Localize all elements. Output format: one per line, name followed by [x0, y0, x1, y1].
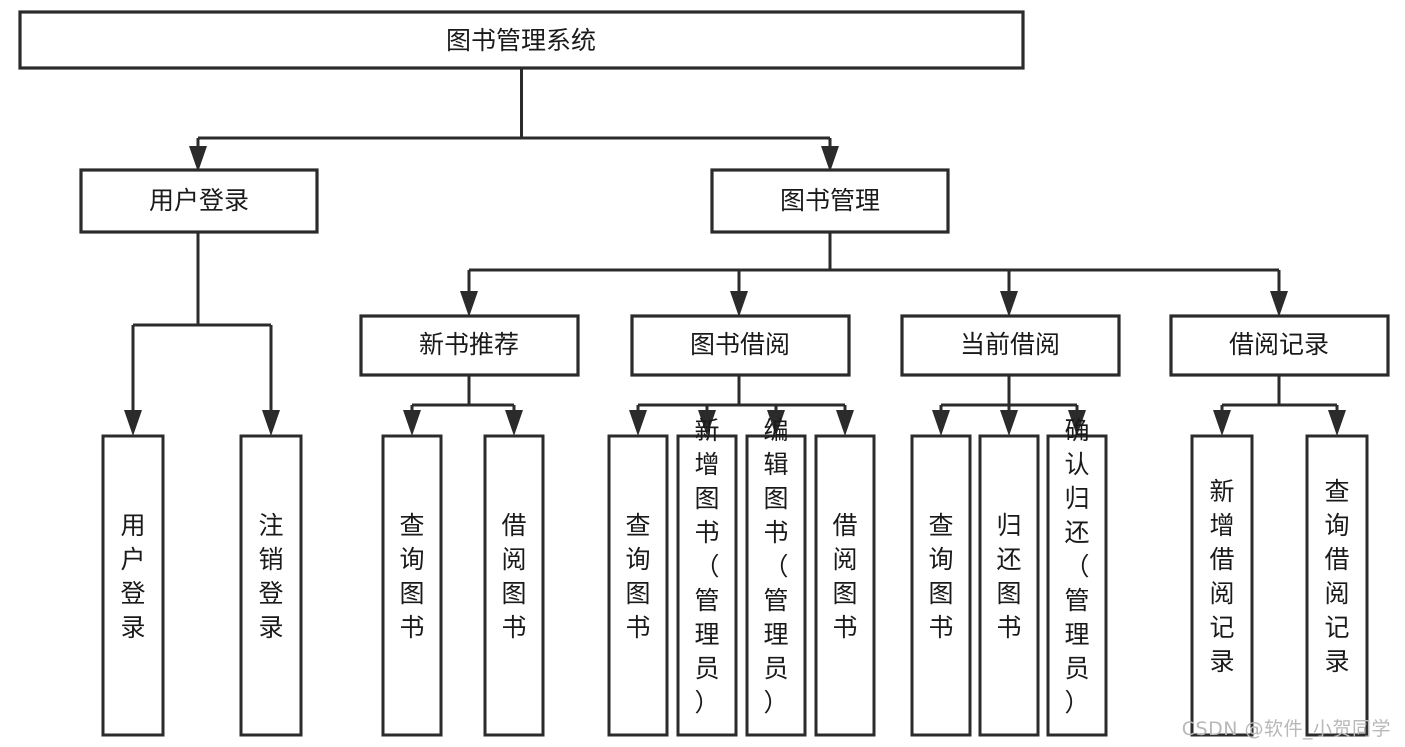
arrowhead-leaf-9: [932, 410, 950, 436]
arrowhead-records: [1270, 291, 1288, 317]
arrowhead-leaf-2: [262, 410, 280, 436]
node-login-label: 用户登录: [149, 186, 249, 215]
node-leaf-11[interactable]: 确认归还（管理员）: [1046, 416, 1108, 737]
node-bookmgmt[interactable]: 图书管理: [710, 168, 950, 234]
node-leaf-12-label: 新增借阅记录: [1209, 477, 1234, 676]
node-leaf-3-box[interactable]: [381, 434, 443, 737]
arrowhead-leaf-10: [1000, 410, 1018, 436]
connector-group-current: [932, 375, 1086, 436]
connector-group-login: [124, 232, 280, 436]
node-leaf-7-label: 编辑图书（管理员）: [763, 416, 788, 717]
arrowhead-leaf-5: [629, 410, 647, 436]
node-borrow-box[interactable]: [630, 314, 851, 377]
node-leaf-5-box[interactable]: [607, 434, 669, 737]
node-leaf-8[interactable]: 借阅图书: [814, 434, 876, 737]
node-leaf-11-label: 确认归还（管理员）: [1064, 416, 1089, 717]
node-leaf-6[interactable]: 新增图书（管理员）: [676, 416, 738, 737]
arrowhead-borrow: [730, 291, 748, 317]
node-newbook-label: 新书推荐: [419, 330, 519, 359]
node-leaf-2-label: 注销登录: [258, 511, 283, 642]
node-bookmgmt-label: 图书管理: [780, 186, 880, 215]
node-borrow-label: 图书借阅: [690, 330, 790, 359]
connector-group-root: [189, 68, 839, 172]
node-login-box[interactable]: [79, 168, 319, 234]
arrowhead-leaf-1: [124, 410, 142, 436]
arrowhead-bookmgmt: [821, 146, 839, 172]
node-root[interactable]: 图书管理系统: [18, 10, 1025, 70]
node-leaf-1-label: 用户登录: [120, 511, 145, 642]
node-root-box[interactable]: [18, 10, 1025, 70]
connector-group-borrow: [629, 375, 854, 436]
node-leaf-5-label: 查询图书: [625, 511, 650, 642]
node-leaf-8-box[interactable]: [814, 434, 876, 737]
node-leaf-10-label: 归还图书: [996, 511, 1021, 642]
node-leaf-2[interactable]: 注销登录: [239, 434, 303, 737]
node-leaf-7[interactable]: 编辑图书（管理员）: [745, 416, 807, 737]
node-leaf-11-box[interactable]: [1046, 434, 1108, 737]
node-current-label: 当前借阅: [960, 330, 1060, 359]
node-root-label: 图书管理系统: [446, 26, 596, 55]
arrowhead-leaf-12: [1213, 410, 1231, 436]
arrowhead-current: [1000, 291, 1018, 317]
node-newbook[interactable]: 新书推荐: [359, 314, 580, 377]
node-leaf-12[interactable]: 新增借阅记录: [1190, 434, 1254, 737]
node-leaf-6-label: 新增图书（管理员）: [694, 416, 719, 717]
node-leaf-6-box[interactable]: [676, 434, 738, 737]
node-leaf-10[interactable]: 归还图书: [978, 434, 1040, 737]
csdn-watermark: CSDN @软件_小贺同学: [1181, 718, 1391, 740]
node-leaf-2-box[interactable]: [239, 434, 303, 737]
arrowhead-leaf-4: [505, 410, 523, 436]
node-current[interactable]: 当前借阅: [900, 314, 1121, 377]
node-leaf-13-box[interactable]: [1305, 434, 1369, 737]
node-login[interactable]: 用户登录: [79, 168, 319, 234]
arrowhead-newbook: [460, 291, 478, 317]
node-leaf-13-label: 查询借阅记录: [1324, 477, 1349, 676]
node-records[interactable]: 借阅记录: [1169, 314, 1390, 377]
node-bookmgmt-box[interactable]: [710, 168, 950, 234]
node-records-label: 借阅记录: [1229, 330, 1329, 359]
node-newbook-box[interactable]: [359, 314, 580, 377]
node-leaf-4[interactable]: 借阅图书: [483, 434, 545, 737]
node-leaf-9-box[interactable]: [910, 434, 972, 737]
node-leaf-4-label: 借阅图书: [501, 511, 526, 642]
node-current-box[interactable]: [900, 314, 1121, 377]
node-borrow[interactable]: 图书借阅: [630, 314, 851, 377]
node-leaf-3-label: 查询图书: [399, 511, 424, 642]
node-leaf-7-box[interactable]: [745, 434, 807, 737]
arrowhead-leaf-3: [403, 410, 421, 436]
node-leaf-5[interactable]: 查询图书: [607, 434, 669, 737]
connector-group-bookmgmt: [460, 232, 1288, 317]
connector-group-newbook: [403, 375, 523, 436]
node-leaf-9[interactable]: 查询图书: [910, 434, 972, 737]
node-leaf-12-box[interactable]: [1190, 434, 1254, 737]
node-leaf-8-label: 借阅图书: [832, 511, 857, 642]
node-leaf-13[interactable]: 查询借阅记录: [1305, 434, 1369, 737]
connector-group-records: [1213, 375, 1346, 436]
node-leaf-9-label: 查询图书: [928, 511, 953, 642]
node-leaf-1[interactable]: 用户登录: [101, 434, 165, 737]
arrowhead-login: [189, 146, 207, 172]
node-leaf-4-box[interactable]: [483, 434, 545, 737]
node-leaf-1-box[interactable]: [101, 434, 165, 737]
arrowhead-leaf-8: [836, 410, 854, 436]
node-leaf-3[interactable]: 查询图书: [381, 434, 443, 737]
node-records-box[interactable]: [1169, 314, 1390, 377]
node-leaf-10-box[interactable]: [978, 434, 1040, 737]
arrowhead-leaf-13: [1328, 410, 1346, 436]
